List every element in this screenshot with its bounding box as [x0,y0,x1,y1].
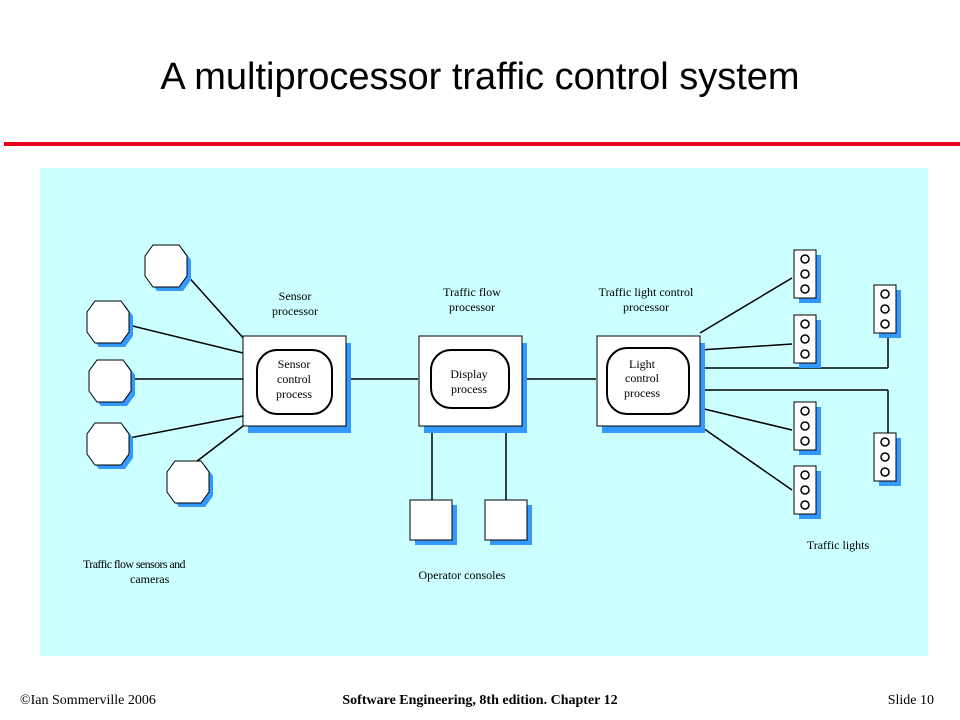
traffic-flow-label-2: processor [449,300,495,314]
sensors-label-1: Traffic flow sensors and [83,557,186,571]
sensor-node [86,422,133,469]
traffic-light-icon [793,401,822,456]
sensor-node [86,300,133,347]
sensor-node [88,359,135,406]
sensor-node [144,244,191,291]
operator-console [409,499,457,545]
traffic-flow-processor: Traffic flow processor Display process [418,285,527,433]
operator-consoles: Operator consoles [409,499,532,582]
light-process-line-3: process [624,386,660,400]
sensor-links [107,272,889,500]
diagram-canvas: Sensor processor Sensor control process … [83,244,902,586]
traffic-light-icon [873,432,902,487]
sensor-process-line-3: process [276,387,312,401]
footer-slide-number: Slide 10 [887,693,934,708]
traffic-lights-label: Traffic lights [807,538,870,552]
sensor-process-line-1: Sensor [278,357,311,371]
traffic-light-icon [793,465,822,520]
display-process-line-1: Display [450,367,487,381]
sensors-label-2: cameras [130,572,170,586]
footer-book-title: Software Engineering, 8th edition. Chapt… [342,693,618,708]
light-process-line-1: Light [629,357,656,371]
traffic-flow-label-1: Traffic flow [443,285,501,299]
sensor-processor-label-1: Sensor [279,289,312,303]
traffic-light-icon [793,314,822,369]
operator-console [484,499,532,545]
sensor-node [166,460,213,507]
sensor-processor: Sensor processor Sensor control process [242,289,351,433]
sensor-processor-label-2: processor [272,304,318,318]
footer-copyright: ©Ian Sommerville 2006 [20,693,156,708]
traffic-light-processor: Traffic light control processor Light co… [596,285,705,433]
light-processor-label-2: processor [623,300,669,314]
operator-consoles-label: Operator consoles [419,568,506,582]
sensor-process-line-2: control [277,372,312,386]
traffic-lights: Traffic lights [793,249,902,552]
traffic-system-diagram: Sensor processor Sensor control process … [40,168,928,656]
light-process-line-2: control [625,371,660,385]
title-divider [4,142,960,146]
traffic-light-icon [873,284,902,339]
sensor-cameras [86,244,213,507]
slide-title: A multiprocessor traffic control system [160,56,800,98]
display-process-line-2: process [451,382,487,396]
light-processor-label-1: Traffic light control [599,285,694,299]
traffic-light-icon [793,249,822,304]
